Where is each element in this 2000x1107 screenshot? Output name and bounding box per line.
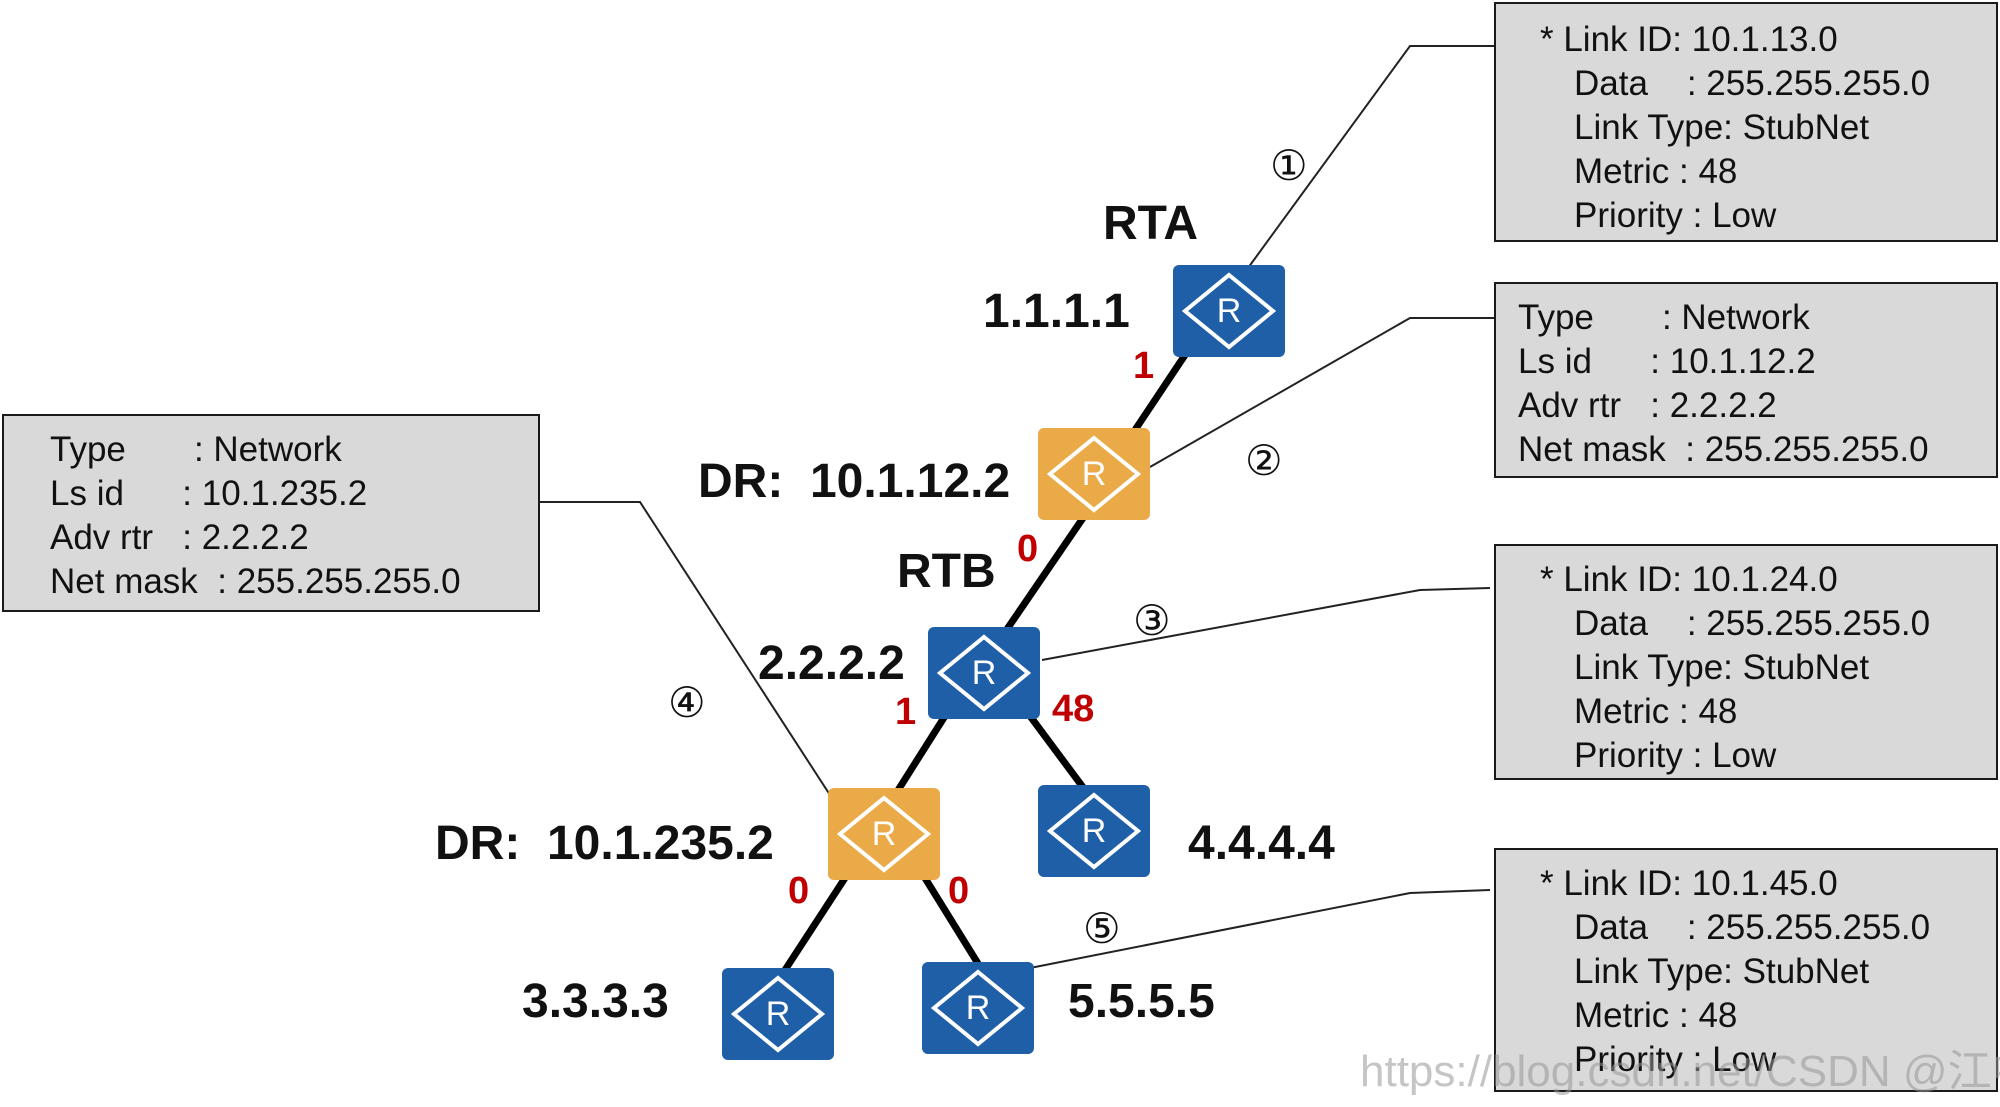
rtb-name-label: RTB <box>897 545 996 598</box>
dr-10-1-12-2-icon[interactable]: R <box>1038 428 1150 520</box>
box-line: Adv rtr : 2.2.2.2 <box>1518 386 1777 425</box>
router-rta-icon[interactable]: R <box>1173 265 1285 357</box>
box-line: Data : 255.255.255.0 <box>1574 64 1931 103</box>
network-lsa-box-dr2: Type : Network Ls id : 10.1.235.2 Adv rt… <box>2 414 540 612</box>
box-line: Metric : 48 <box>1574 996 1738 1035</box>
router-letter: R <box>765 994 791 1033</box>
link-rtb-r4 <box>1027 713 1088 793</box>
r5-id-label: 5.5.5.5 <box>1068 975 1215 1028</box>
cost-rtb-r4: 48 <box>1052 688 1095 730</box>
marker-4: ④ <box>668 678 706 727</box>
router-5555-icon[interactable]: R <box>922 962 1034 1054</box>
watermark-text: https://blog.csdn.net/CSDN @江中散人_ <box>1360 1047 2000 1096</box>
dr1-label: DR: 10.1.12.2 <box>698 455 1011 508</box>
cost-dr2-r3: 0 <box>788 870 810 912</box>
box-line: Adv rtr : 2.2.2.2 <box>50 518 309 557</box>
callout-leader-2 <box>1149 317 1494 468</box>
link-dr2-r5 <box>922 876 985 972</box>
router-lsa-box-r5: * Link ID: 10.1.45.0 Data : 255.255.255.… <box>1494 848 1998 1092</box>
cost-dr1-rtb: 0 <box>1017 528 1039 570</box>
rta-id-label: 1.1.1.1 <box>983 285 1130 338</box>
callout-leader-5 <box>1029 889 1491 969</box>
network-lsa-box-dr1: Type : Network Ls id : 10.1.12.2 Adv rtr… <box>1494 282 1998 478</box>
box-line: Data : 255.255.255.0 <box>1574 908 1931 947</box>
box-line: Link Type: StubNet <box>1574 952 1870 991</box>
callout-leader-1 <box>1247 45 1494 269</box>
box-line: Type : Network <box>50 430 342 469</box>
marker-3: ③ <box>1133 596 1171 645</box>
box-line: Ls id : 10.1.12.2 <box>1518 342 1816 381</box>
router-4444-icon[interactable]: R <box>1038 785 1150 877</box>
router-rtb-icon[interactable]: R <box>928 627 1040 719</box>
box-line: * Link ID: 10.1.24.0 <box>1540 560 1838 599</box>
box-line: Metric : 48 <box>1574 152 1738 191</box>
router-3333-icon[interactable]: R <box>722 968 834 1060</box>
callout-leader-3 <box>1041 587 1491 661</box>
marker-1: ① <box>1270 141 1308 190</box>
box-line: Net mask : 255.255.255.0 <box>50 562 461 601</box>
router-letter: R <box>971 653 997 692</box>
box-line: * Link ID: 10.1.13.0 <box>1540 20 1838 59</box>
rtb-id-label: 2.2.2.2 <box>758 637 905 690</box>
router-lsa-box-rtb: * Link ID: 10.1.24.0 Data : 255.255.255.… <box>1494 544 1998 780</box>
marker-5: ⑤ <box>1083 904 1121 953</box>
dr2-label: DR: 10.1.235.2 <box>435 817 774 870</box>
callout-leader-4 <box>540 501 831 796</box>
box-line: Type : Network <box>1518 298 1810 337</box>
box-line: Metric : 48 <box>1574 692 1738 731</box>
box-line: Link Type: StubNet <box>1574 108 1870 147</box>
r4-id-label: 4.4.4.4 <box>1188 817 1335 870</box>
box-line: Priority : Low <box>1574 1040 1777 1079</box>
dr-10-1-235-2-icon[interactable]: R <box>828 788 940 880</box>
box-line: Ls id : 10.1.235.2 <box>50 474 368 513</box>
cost-rtb-dr2: 1 <box>895 691 917 733</box>
router-letter: R <box>1081 811 1107 850</box>
box-line: Data : 255.255.255.0 <box>1574 604 1931 643</box>
box-line: Priority : Low <box>1574 196 1777 235</box>
router-letter: R <box>965 988 991 1027</box>
box-line: Net mask : 255.255.255.0 <box>1518 430 1929 469</box>
cost-rta-dr1: 1 <box>1133 345 1155 387</box>
router-lsa-box-rta: * Link ID: 10.1.13.0 Data : 255.255.255.… <box>1494 2 1998 242</box>
r3-id-label: 3.3.3.3 <box>522 975 669 1028</box>
router-letter: R <box>1216 291 1242 330</box>
link-rtb-dr2 <box>892 714 948 797</box>
router-letter: R <box>871 814 897 853</box>
rta-name-label: RTA <box>1103 197 1199 250</box>
box-line: * Link ID: 10.1.45.0 <box>1540 864 1838 903</box>
link-dr1-rtb <box>1000 516 1086 637</box>
link-dr2-r3 <box>782 876 848 972</box>
router-letter: R <box>1081 454 1107 493</box>
box-line: Link Type: StubNet <box>1574 648 1870 687</box>
marker-2: ② <box>1245 436 1283 485</box>
box-line: Priority : Low <box>1574 736 1777 775</box>
cost-dr2-r5: 0 <box>948 870 970 912</box>
